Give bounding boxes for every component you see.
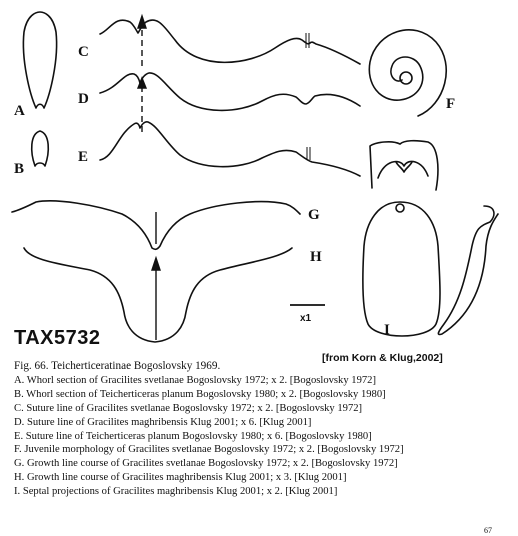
panel-letter-g: G — [308, 207, 320, 223]
figure-code: TAX5732 — [14, 327, 101, 349]
caption-line-g: G. Growth line course of Gracilites svet… — [14, 458, 398, 470]
growth-line-g — [11, 200, 301, 251]
caption-line-a: A. Whorl section of Gracilites svetlanae… — [14, 374, 377, 386]
caption-line-d: D. Suture line of Gracilites maghribensi… — [14, 416, 312, 428]
suture-line-e — [99, 121, 361, 177]
suture-line-d — [99, 72, 361, 112]
whorl-section-a — [22, 11, 58, 109]
growth-line-h — [23, 247, 293, 343]
panel-letter-c: C — [78, 44, 89, 60]
caption-line-c: C. Suture line of Gracilites svetlanae B… — [14, 402, 363, 414]
juvenile-coil-f — [368, 29, 448, 117]
caption-line-b: B. Whorl section of Teicherticeras planu… — [14, 388, 386, 400]
panel-letter-b: B — [14, 161, 25, 177]
panel-letter-d: D — [78, 91, 89, 107]
caption-title: Fig. 66. Teicherticeratinae Bogoslovsky … — [14, 360, 221, 372]
figure-caption: Fig. 66. Teicherticeratinae Bogoslovsky … — [14, 360, 504, 499]
page-number: 67 — [484, 526, 492, 535]
panel-letter-e: E — [78, 149, 89, 165]
septal-oval-i — [362, 201, 441, 337]
caption-line-e: E. Suture line of Teicherticeras planum … — [14, 430, 372, 442]
whorl-section-b — [30, 130, 50, 167]
panel-letter-f: F — [446, 96, 456, 112]
septal-cap-i — [369, 139, 439, 191]
side-profile-i — [437, 205, 499, 336]
scale-bar-label: x1 — [300, 313, 312, 324]
suture-line-c — [99, 19, 361, 65]
panel-letter-i: I — [384, 322, 390, 338]
caption-line-f: F. Juvenile morphology of Gracilites sve… — [14, 444, 404, 456]
panel-letter-a: A — [14, 103, 25, 119]
caption-line-i: I. Septal projections of Gracilites magh… — [14, 486, 338, 498]
source-credit: [from Korn & Klug,2002] — [322, 352, 443, 364]
caption-line-h: H. Growth line course of Gracilites magh… — [14, 472, 347, 484]
panel-letter-h: H — [310, 249, 322, 265]
